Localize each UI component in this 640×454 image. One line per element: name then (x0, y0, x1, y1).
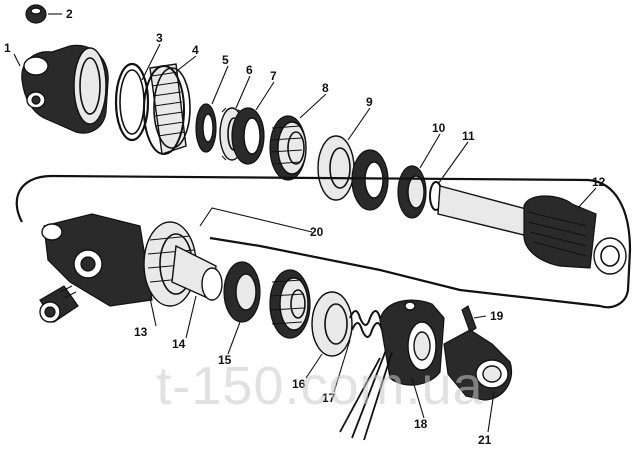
callout-16: 16 (292, 377, 306, 391)
callout-17: 17 (322, 391, 336, 405)
part-1-housing (21, 44, 109, 134)
callout-4: 4 (192, 43, 199, 57)
callout-7: 7 (270, 69, 277, 83)
callout-6: 6 (246, 63, 253, 77)
callout-8: 8 (322, 81, 329, 95)
callout-10: 10 (432, 121, 446, 135)
watermark-text: t-150.com.ua (156, 356, 483, 416)
callout-labels: 2 1 3 4 5 6 7 8 9 10 11 12 20 13 14 15 1… (4, 7, 606, 447)
part-8-seal-pack (269, 115, 307, 181)
callout-21: 21 (478, 433, 492, 447)
part-18-cap-housing (339, 299, 445, 441)
part-19-pin (461, 305, 477, 333)
part-14-piston (171, 244, 223, 302)
callout-14: 14 (172, 337, 186, 351)
callout-20: 20 (310, 225, 324, 239)
part-4-threaded-sleeve (143, 63, 191, 155)
callout-2: 2 (66, 7, 73, 21)
callout-15: 15 (218, 353, 232, 367)
callout-12: 12 (592, 175, 606, 189)
callout-11: 11 (462, 129, 475, 143)
callout-3: 3 (156, 31, 163, 45)
part-7-nut (231, 107, 265, 165)
part-2-cap (25, 4, 47, 24)
part-16-bearing (311, 291, 353, 357)
callout-13: 13 (134, 325, 148, 339)
callout-19: 19 (490, 309, 504, 323)
part-20-hose (15, 174, 632, 309)
part-5-washer (195, 103, 217, 153)
callout-9: 9 (366, 95, 373, 109)
part-12-rod (437, 185, 627, 275)
callout-18: 18 (414, 417, 428, 431)
part-10-cup (397, 165, 427, 219)
part-3-ring (114, 62, 150, 142)
part-9-bearing (317, 135, 389, 211)
part-13-fitting (39, 285, 79, 323)
callout-1: 1 (4, 41, 11, 55)
part-21-clevis (443, 329, 513, 401)
part-15-nut (223, 261, 261, 323)
part-15-seal-pack (269, 269, 311, 339)
callout-5: 5 (222, 53, 229, 67)
leader-lines (13, 13, 597, 433)
